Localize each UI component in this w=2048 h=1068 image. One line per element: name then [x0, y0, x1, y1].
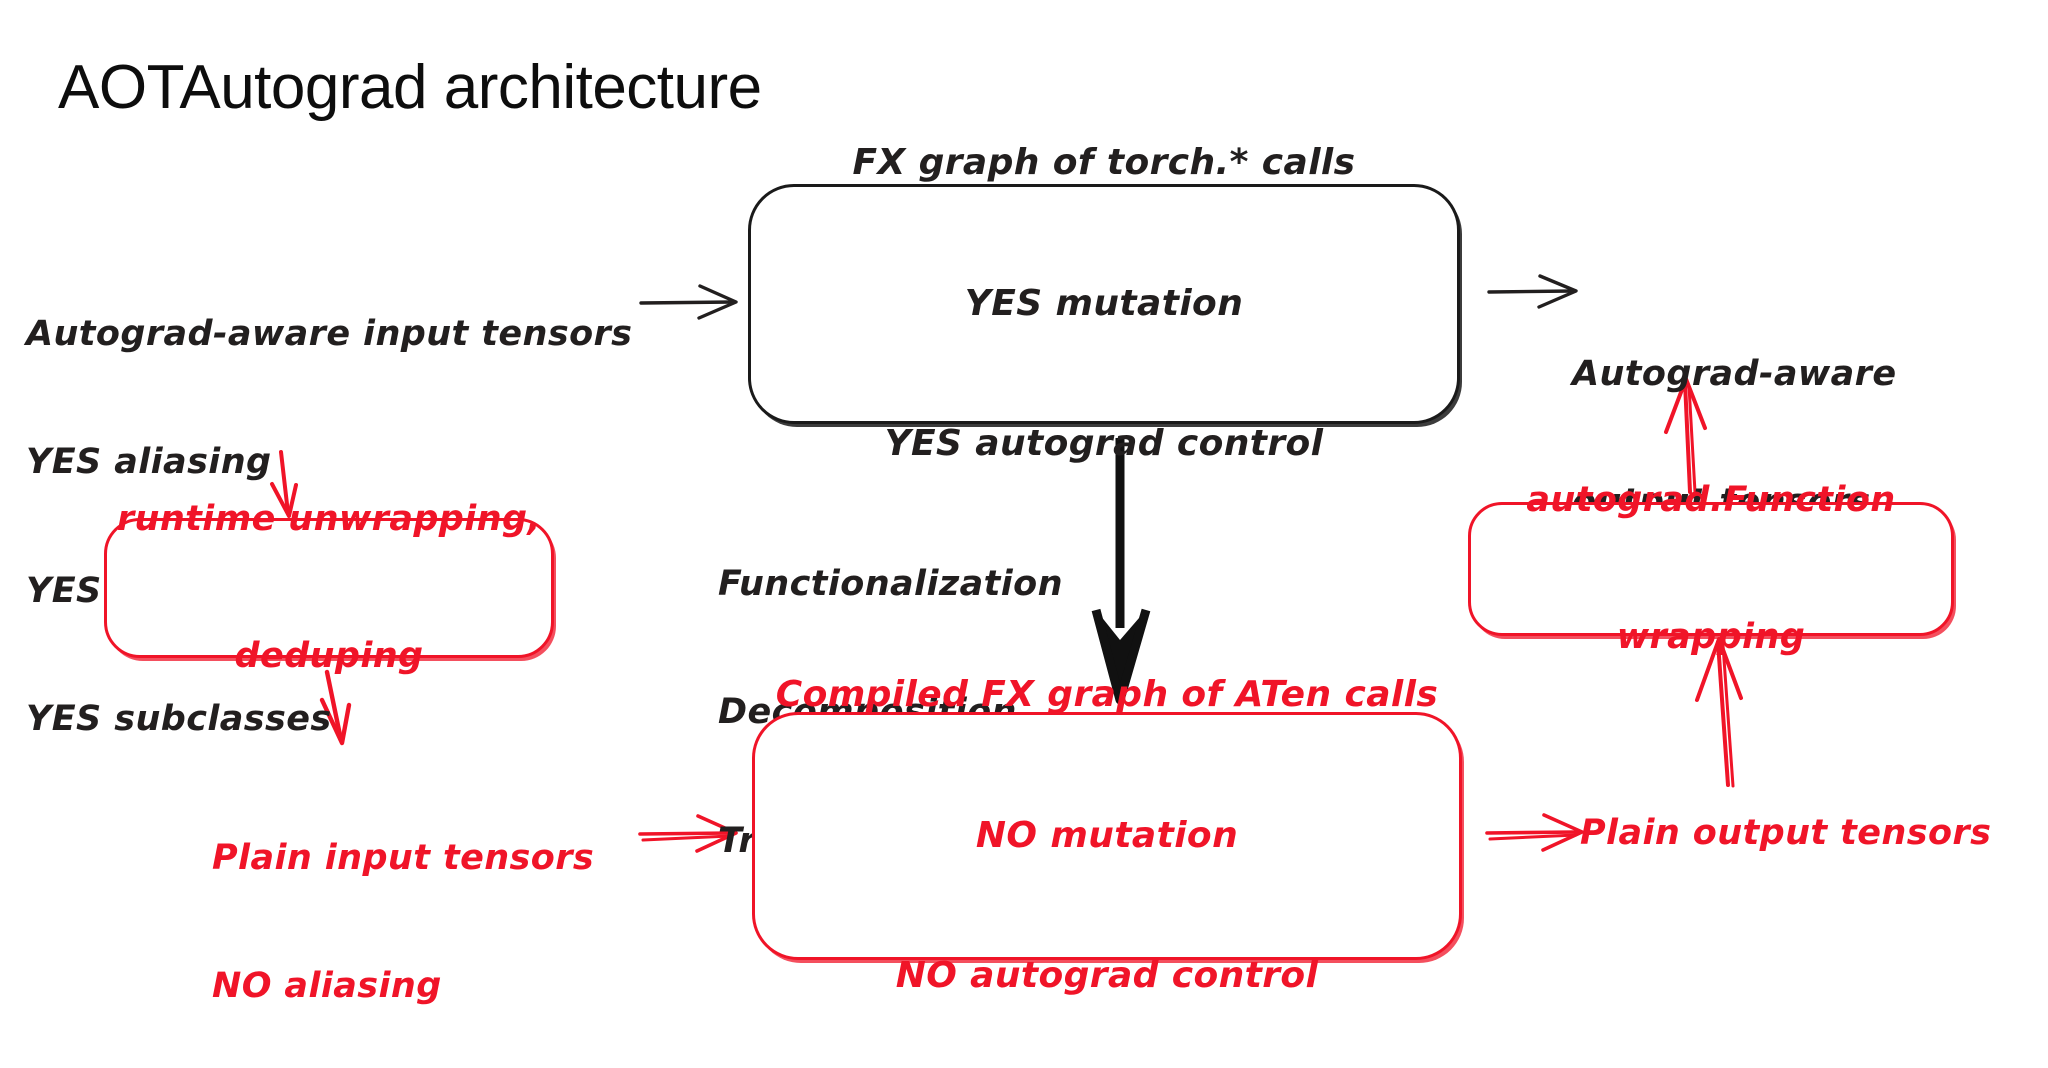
input-spec-line-3: YES subclasses [26, 698, 332, 739]
plain-input-spec-text: Plain input tensors NO aliasing NO autog… [212, 752, 598, 1068]
runtime-unwrapping-box-text: runtime unwrapping, deduping [117, 406, 541, 770]
page-title: AOTAutograd architecture [58, 53, 762, 122]
fx-graph-line-0: FX graph of torch.* calls [852, 142, 1356, 184]
plain-input-spec-line-0: Plain input tensors [212, 838, 595, 879]
compiled-fx-graph-box-text: Compiled FX graph of ATen calls NO mutat… [776, 579, 1438, 1068]
input-spec-line-1: YES aliasing [26, 442, 272, 483]
compiled-fx-graph-line-1: NO mutation [975, 814, 1239, 856]
runtime-unwrapping-line-1: deduping [234, 635, 424, 676]
compiled-fx-graph-box: Compiled FX graph of ATen calls NO mutat… [752, 674, 1462, 996]
autograd-function-wrapping-box-text: autograd.Function wrapping [1526, 387, 1895, 751]
input-spec-line-0: Autograd-aware input tensors [26, 314, 633, 355]
compiled-fx-graph-line-0: Compiled FX graph of ATen calls [775, 674, 1439, 716]
autograd-function-wrapping-line-0: autograd.Function [1526, 480, 1896, 520]
runtime-unwrapping-line-0: runtime unwrapping, [116, 499, 542, 539]
autograd-function-wrapping-box: autograd.Function wrapping [1468, 480, 1954, 657]
fx-graph-line-1: YES mutation [964, 282, 1244, 324]
autograd-aware-output-line-0: Autograd-aware [1572, 354, 1897, 395]
fx-graph-box-text: FX graph of torch.* calls YES mutation Y… [853, 47, 1356, 562]
transformation-step-0: Functionalization [718, 564, 1063, 605]
fx-graph-line-2: YES autograd control [884, 423, 1324, 464]
input-to-fx-arrow [639, 284, 738, 320]
fx-to-output-arrow [1487, 274, 1578, 309]
plain-input-spec-line-1: NO aliasing [212, 966, 442, 1007]
autograd-function-wrapping-line-1: wrapping [1616, 616, 1806, 657]
plain-output-tensors-text: Plain output tensors [1580, 813, 1992, 853]
fx-graph-box: FX graph of torch.* calls YES mutation Y… [748, 142, 1460, 464]
runtime-unwrapping-box: runtime unwrapping, deduping [104, 499, 554, 676]
compiled-fx-graph-line-2: NO autograd control [895, 955, 1319, 996]
compiled-to-plain-output-arrow [1485, 813, 1584, 852]
